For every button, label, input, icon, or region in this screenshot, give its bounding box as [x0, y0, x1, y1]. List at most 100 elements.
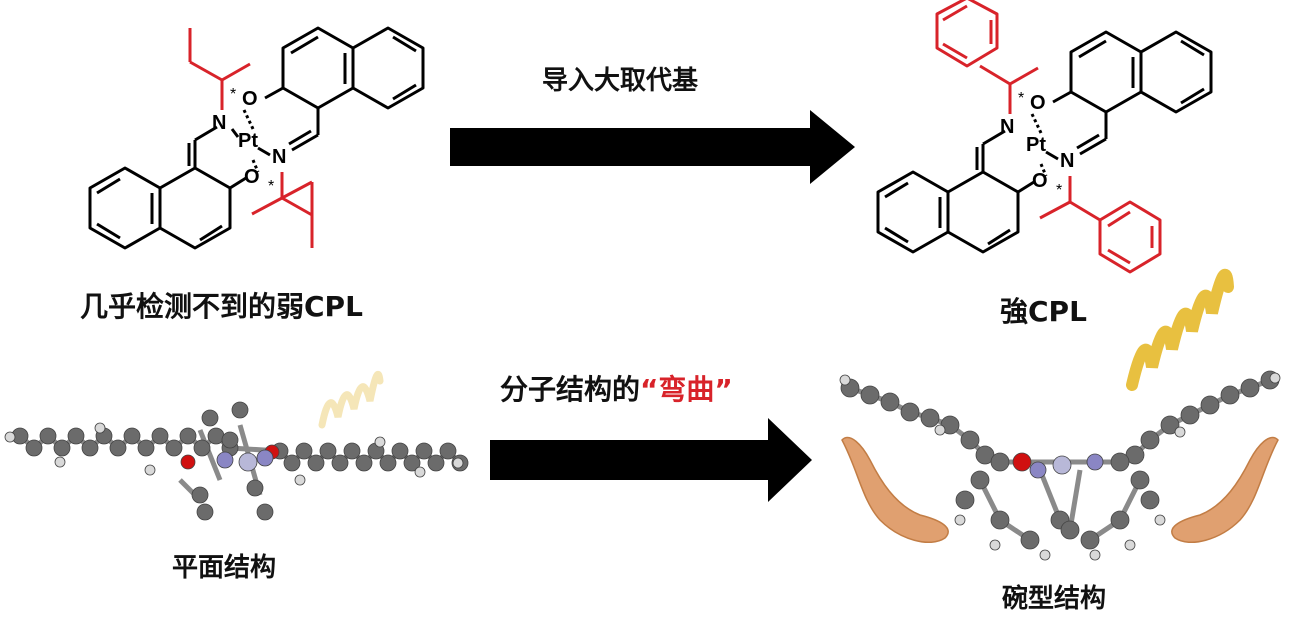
carbon-atom — [191, 486, 209, 504]
carbon-atom — [379, 454, 397, 472]
nitrogen-atom — [1029, 461, 1047, 479]
hydrogen-atom — [54, 456, 66, 468]
carbon-atom — [231, 401, 249, 419]
sec-butyl-substituent — [188, 28, 314, 248]
oxygen-atom — [1012, 452, 1032, 472]
carbon-atom — [151, 427, 169, 445]
strong-cpl-caption: 強CPL — [1000, 295, 1087, 328]
bowl-ball-and-stick-model — [839, 370, 1281, 561]
stereocenter-mark: * — [1056, 182, 1063, 199]
carbon-atom — [355, 454, 373, 472]
carbon-atom — [990, 452, 1010, 472]
weak-cpl-caption: 几乎检测不到的弱CPL — [80, 290, 363, 323]
carbon-atom — [295, 442, 313, 460]
left-hand — [841, 436, 949, 543]
carbon-atom — [1020, 530, 1040, 550]
hydrogen-atom — [1039, 549, 1051, 561]
carbon-atom — [970, 470, 990, 490]
carbon-atom — [109, 439, 127, 457]
atom-label-n: N — [212, 112, 227, 134]
hydrogen-atom — [1174, 426, 1186, 438]
hydrogen-atom — [839, 374, 851, 386]
carbon-atom — [1080, 530, 1100, 550]
hydrogen-atom — [1089, 549, 1101, 561]
carbon-atom — [193, 439, 211, 457]
phenyl-ring — [1098, 200, 1162, 274]
naphthalene-ring — [876, 170, 950, 254]
hydrogen-atom — [989, 539, 1001, 551]
nitrogen-atom — [216, 451, 234, 469]
carbon-atom — [990, 510, 1010, 530]
carbon-atom — [53, 439, 71, 457]
hydrogen-atom — [452, 457, 464, 469]
stereocenter-mark: * — [268, 178, 275, 195]
hydrogen-atom — [414, 466, 426, 478]
carbon-atom — [137, 439, 155, 457]
phenyl-ring — [935, 0, 999, 68]
naphthalene-ring — [1069, 30, 1143, 114]
bending-highlight: “弯曲” — [640, 373, 733, 406]
carbon-atom — [165, 439, 183, 457]
carbon-atom — [1060, 520, 1080, 540]
carbon-atom — [319, 442, 337, 460]
carbon-atom — [207, 427, 225, 445]
carbon-atom — [283, 454, 301, 472]
carbon-atom — [81, 439, 99, 457]
carbon-atom — [196, 503, 214, 521]
bowl-structure-caption: 碗型结构 — [1002, 584, 1107, 614]
carbon-atom — [307, 454, 325, 472]
carbon-atom — [900, 402, 920, 422]
molecule-strong-cpl — [876, 30, 1213, 254]
nitrogen-atom — [1086, 453, 1104, 471]
naphthalene-ring — [281, 26, 355, 110]
naphthalene-ring — [158, 166, 232, 250]
bond — [1067, 469, 1083, 531]
hydrogen-atom — [144, 464, 156, 476]
carbon-atom — [201, 409, 219, 427]
nitrogen-atom — [256, 449, 274, 467]
carbon-atom — [179, 427, 197, 445]
hydrogen-atom — [1154, 514, 1166, 526]
atom-label-o: O — [244, 166, 260, 188]
strong-cpl-helix — [1126, 268, 1234, 391]
naphthalene-ring — [1139, 30, 1213, 114]
atom-label-n: N — [1000, 116, 1015, 138]
bond — [197, 429, 223, 481]
carbon-atom — [123, 427, 141, 445]
carbon-atom — [920, 408, 940, 428]
carbon-atom — [39, 427, 57, 445]
carbon-atom — [955, 490, 975, 510]
bottom-arrow-caption: 分子结构的“弯曲” — [500, 368, 733, 408]
hydrogen-atom — [954, 514, 966, 526]
carbon-atom — [343, 442, 361, 460]
hydrogen-atom — [1269, 372, 1281, 384]
hydrogen-atom — [934, 424, 946, 436]
hydrogen-atom — [4, 431, 16, 443]
arrow-bottom — [490, 418, 812, 502]
carbon-atom — [331, 454, 349, 472]
carbon-atom — [1140, 490, 1160, 510]
carbon-atom — [415, 442, 433, 460]
carbon-atom — [1200, 395, 1220, 415]
carbon-atom — [403, 454, 421, 472]
bottom-arrow-caption-prefix: 分子结构的 — [500, 373, 641, 406]
carbon-atom — [1110, 452, 1130, 472]
carbon-atom — [25, 439, 43, 457]
carbon-atom — [1240, 378, 1260, 398]
carbon-atom — [960, 430, 980, 450]
carbon-atom — [1220, 385, 1240, 405]
planar-structure-caption: 平面结构 — [172, 553, 277, 583]
atom-label-o: O — [1032, 170, 1048, 192]
carbon-atom — [1110, 510, 1130, 530]
weak-cpl-helix — [318, 370, 384, 429]
hydrogen-atom — [94, 422, 106, 434]
naphthalene-ring — [88, 166, 162, 250]
atom-label-n: N — [272, 146, 287, 168]
carbon-atom — [256, 503, 274, 521]
carbon-atom — [221, 431, 239, 449]
atom-label-pt: Pt — [1026, 134, 1046, 156]
molecule-weak-cpl — [88, 26, 425, 250]
phenylethyl-substituent — [935, 0, 1162, 274]
carbon-atom — [880, 392, 900, 412]
